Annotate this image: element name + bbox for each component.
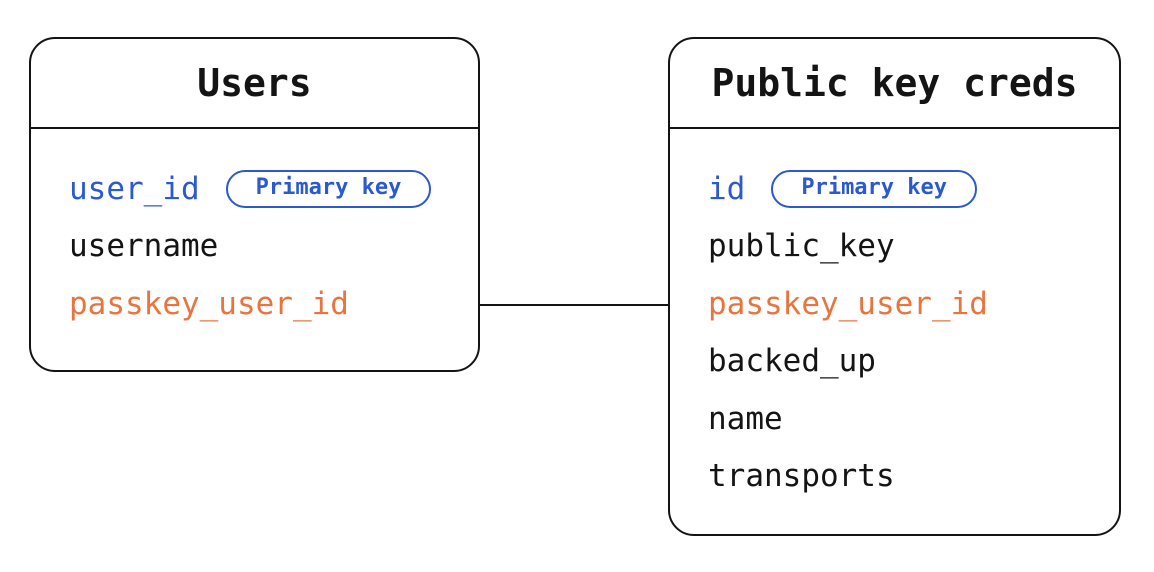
entity-public-key-creds-title: Public key creds [711,61,1078,105]
relationship-line [480,304,668,306]
field-row-backed_up[interactable]: backed_up [708,333,1109,391]
field-row-passkey_user_id[interactable]: passkey_user_id [69,275,468,333]
field-row-passkey_user_id[interactable]: passkey_user_id [708,275,1109,333]
field-row-user_id[interactable]: user_id Primary key [69,160,468,218]
entity-users-title: Users [197,61,312,105]
primary-key-badge: Primary key [225,169,432,208]
entity-users-header: Users [31,39,478,129]
field-name-backed_up: backed_up [708,343,876,380]
field-name-public_key: public_key [708,228,895,265]
field-name-user_id: user_id [69,170,200,207]
field-name-name: name [708,400,783,437]
field-row-transports[interactable]: transports [708,448,1109,506]
primary-key-badge: Primary key [771,169,978,208]
field-row-username[interactable]: username [69,218,468,276]
field-name-passkey_user_id: passkey_user_id [69,285,349,322]
field-name-username: username [69,228,219,265]
field-name-id: id [708,170,746,207]
field-name-passkey_user_id: passkey_user_id [708,285,988,322]
field-name-transports: transports [708,458,895,495]
field-row-id[interactable]: id Primary key [708,160,1109,218]
entity-public-key-creds-header: Public key creds [670,39,1119,129]
entity-public-key-creds-table[interactable]: Public key creds id Primary key public_key… [668,37,1121,536]
field-row-name[interactable]: name [708,390,1109,448]
field-row-public_key[interactable]: public_key [708,218,1109,276]
